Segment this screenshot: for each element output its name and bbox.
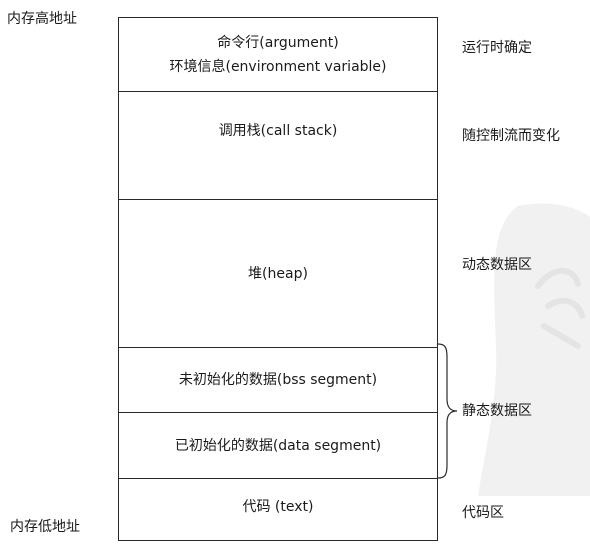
side-label-code: 代码区 xyxy=(462,505,504,521)
side-label-static-data: 静态数据区 xyxy=(462,403,532,419)
right-curly-brace-icon xyxy=(437,343,458,479)
segment-call-stack-label: 调用栈(call stack) xyxy=(218,122,338,139)
side-label-dynamic-data: 动态数据区 xyxy=(462,257,532,273)
address-low-label: 内存低地址 xyxy=(10,519,80,535)
segment-data-label: 已初始化的数据(data segment) xyxy=(174,437,382,454)
address-high-label: 内存高地址 xyxy=(7,11,77,27)
memory-layout-column: 命令行(argument) 环境信息(environment variable)… xyxy=(118,17,438,541)
side-label-control-flow: 随控制流而变化 xyxy=(462,128,560,144)
segment-bss: 未初始化的数据(bss segment) xyxy=(119,348,437,413)
segment-call-stack: 调用栈(call stack) xyxy=(119,92,437,200)
segment-heap-label: 堆(heap) xyxy=(248,265,308,282)
side-label-runtime: 运行时确定 xyxy=(462,40,532,56)
segment-env-line: 环境信息(environment variable) xyxy=(169,58,387,75)
segment-data: 已初始化的数据(data segment) xyxy=(119,413,437,479)
segment-heap: 堆(heap) xyxy=(119,200,437,348)
segment-bss-label: 未初始化的数据(bss segment) xyxy=(178,372,378,388)
segment-argument-env: 命令行(argument) 环境信息(environment variable) xyxy=(119,18,437,92)
seal-watermark-icon xyxy=(478,203,590,496)
segment-text-label: 代码 (text) xyxy=(242,498,314,515)
segment-text: 代码 (text) xyxy=(119,479,437,540)
segment-argument-line: 命令行(argument) xyxy=(217,34,339,51)
